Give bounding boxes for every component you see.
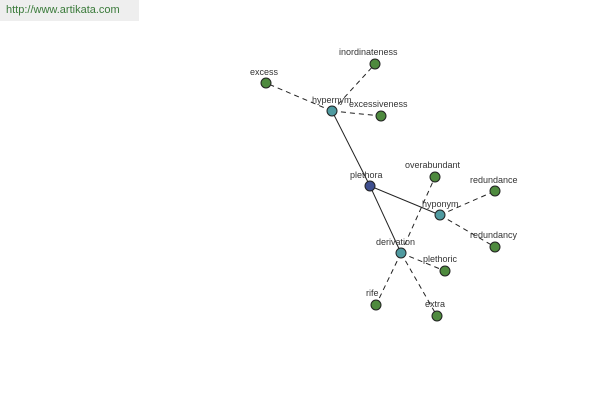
label-hyponym[interactable]: hyponym [422,199,459,209]
node-derivation[interactable] [395,247,407,259]
node-rife[interactable] [370,299,382,311]
node-plethoric[interactable] [439,265,451,277]
label-rife[interactable]: rife [366,288,379,298]
edge-plethora-hyponym [369,185,441,216]
edge-hyponym-redundance [439,190,496,216]
node-extra[interactable] [431,310,443,322]
node-hypernym[interactable] [326,105,338,117]
label-overabundant[interactable]: overabundant [405,160,461,170]
label-derivation[interactable]: derivation [376,237,415,247]
label-plethora[interactable]: plethora [350,170,383,180]
label-redundance[interactable]: redundance [470,175,518,185]
node-redundancy[interactable] [489,241,501,253]
label-plethoric[interactable]: plethoric [423,254,458,264]
label-excess[interactable]: excess [250,67,279,77]
graph-labels: plethorahypernymhyponymderivationexcessi… [250,47,518,309]
label-hypernym[interactable]: hypernym [312,95,352,105]
edge-hypernym-inordinateness [331,63,376,112]
node-excess[interactable] [260,77,272,89]
site-url-text[interactable]: http://www.artikata.com [6,4,120,16]
edge-derivation-rife [375,252,402,306]
label-extra[interactable]: extra [425,299,445,309]
edge-plethora-derivation [369,185,402,254]
node-inordinateness[interactable] [369,58,381,70]
label-excessiveness[interactable]: excessiveness [349,99,408,109]
edge-hypernym-excess [265,82,333,112]
label-redundancy[interactable]: redundancy [470,230,518,240]
node-hyponym[interactable] [434,209,446,221]
edge-derivation-extra [400,252,438,317]
graph-nodes [260,58,501,322]
url-banner: http://www.artikata.com [0,0,139,21]
node-overabundant[interactable] [429,171,441,183]
edge-hypernym-excessiveness [331,110,382,117]
label-inordinateness[interactable]: inordinateness [339,47,398,57]
node-redundance[interactable] [489,185,501,197]
edge-plethora-hypernym [331,110,371,187]
edge-derivation-plethoric [400,252,446,272]
node-plethora[interactable] [364,180,376,192]
edge-hyponym-redundancy [439,214,496,248]
node-excessiveness[interactable] [375,110,387,122]
graph-edges [265,63,496,317]
edge-derivation-overabundant [400,176,436,254]
